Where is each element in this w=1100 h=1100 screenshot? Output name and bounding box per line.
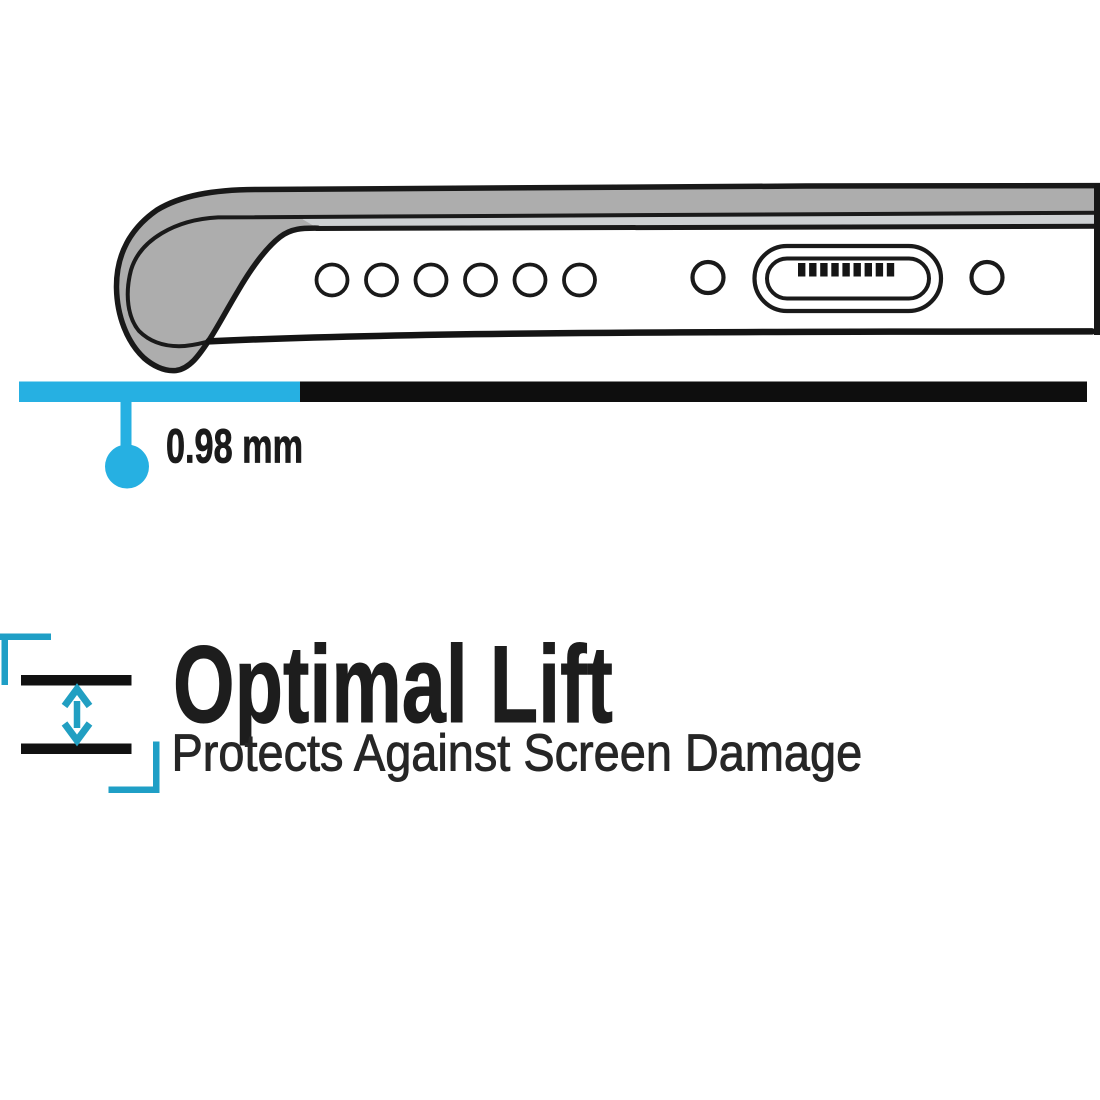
svg-text:0.98 mm: 0.98 mm	[166, 419, 303, 473]
svg-text:Optimal Lift: Optimal Lift	[173, 623, 613, 746]
svg-text:Protects Against Screen Damage: Protects Against Screen Damage	[172, 724, 863, 782]
